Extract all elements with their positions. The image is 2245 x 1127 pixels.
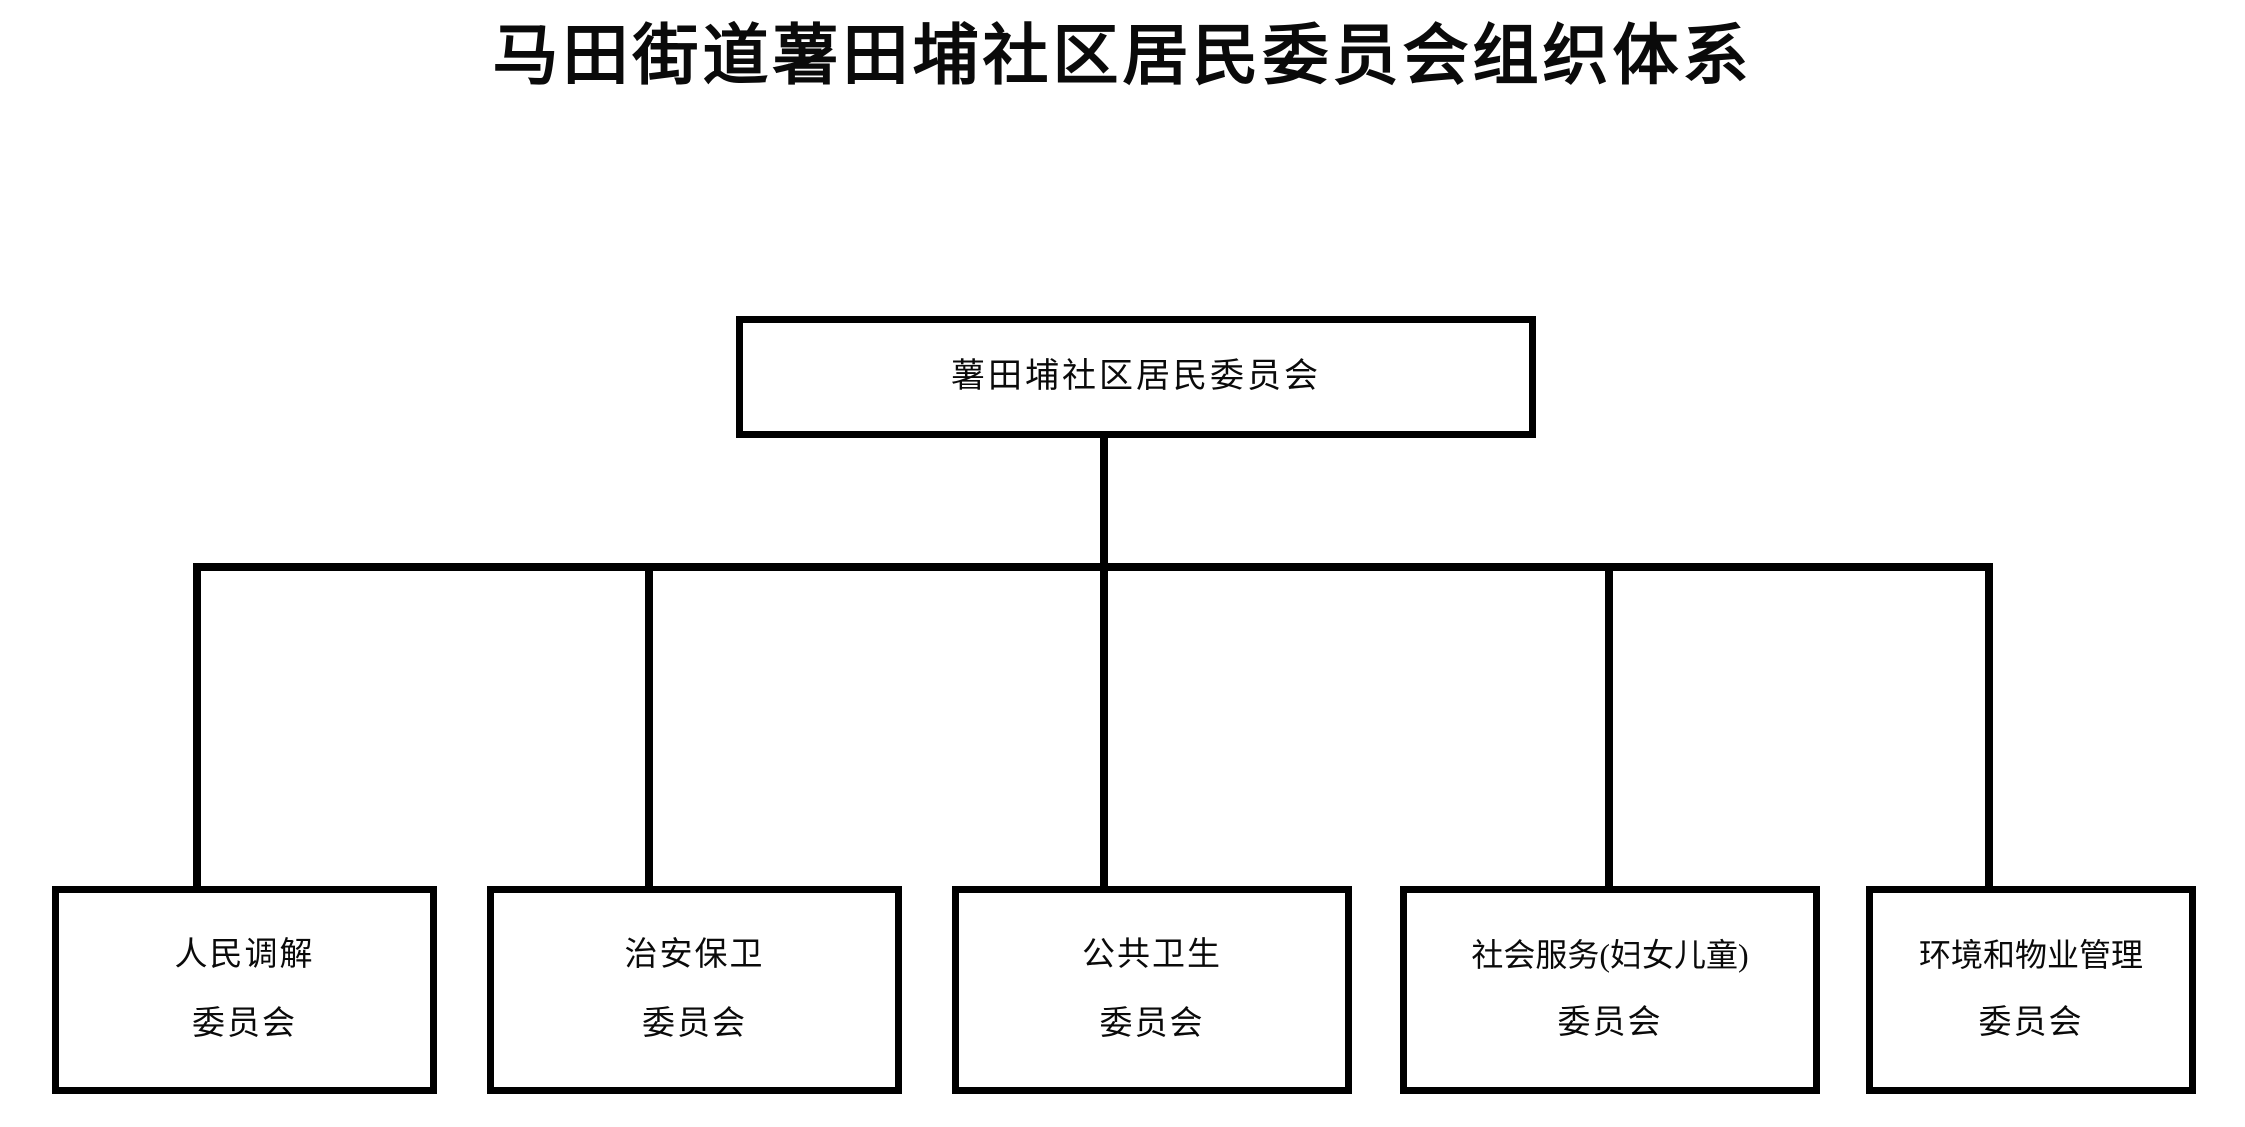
connector-drop-3 (1100, 563, 1108, 890)
connector-root-stem (1100, 437, 1108, 569)
org-node-label-line1: 公共卫生 (1082, 937, 1222, 974)
connector-drop-4 (1605, 563, 1613, 890)
connector-horizontal-bus (193, 563, 1993, 571)
org-node-public-security[interactable]: 治安保卫 委员会 (487, 886, 902, 1094)
org-node-label-line2: 委员会 (192, 1006, 297, 1042)
org-node-root[interactable]: 薯田埔社区居民委员会 (736, 316, 1536, 438)
org-node-social-services[interactable]: 社会服务(妇女儿童) 委员会 (1400, 886, 1820, 1094)
org-node-label-line1: 治安保卫 (624, 937, 765, 974)
org-node-label-line2: 委员会 (1978, 1005, 2084, 1042)
org-node-environment-property[interactable]: 环境和物业管理 委员会 (1866, 886, 2196, 1094)
org-node-label-line1: 人民调解 (174, 937, 315, 974)
connector-drop-5 (1985, 563, 1993, 890)
org-node-root-label: 薯田埔社区居民委员会 (951, 358, 1321, 396)
connector-drop-1 (193, 563, 201, 890)
org-node-label-line2: 委员会 (1099, 1006, 1205, 1042)
org-node-label-line2: 委员会 (642, 1006, 747, 1042)
org-node-people-mediation[interactable]: 人民调解 委员会 (52, 886, 437, 1094)
connector-drop-2 (645, 563, 653, 890)
org-node-label-line1: 环境和物业管理 (1918, 936, 2143, 973)
org-node-label-line2: 委员会 (1557, 1005, 1663, 1042)
org-node-public-health[interactable]: 公共卫生 委员会 (952, 886, 1352, 1094)
page-title: 马田街道薯田埔社区居民委员会组织体系 (492, 20, 1753, 93)
org-node-label-line1: 社会服务(妇女儿童) (1471, 936, 1749, 973)
